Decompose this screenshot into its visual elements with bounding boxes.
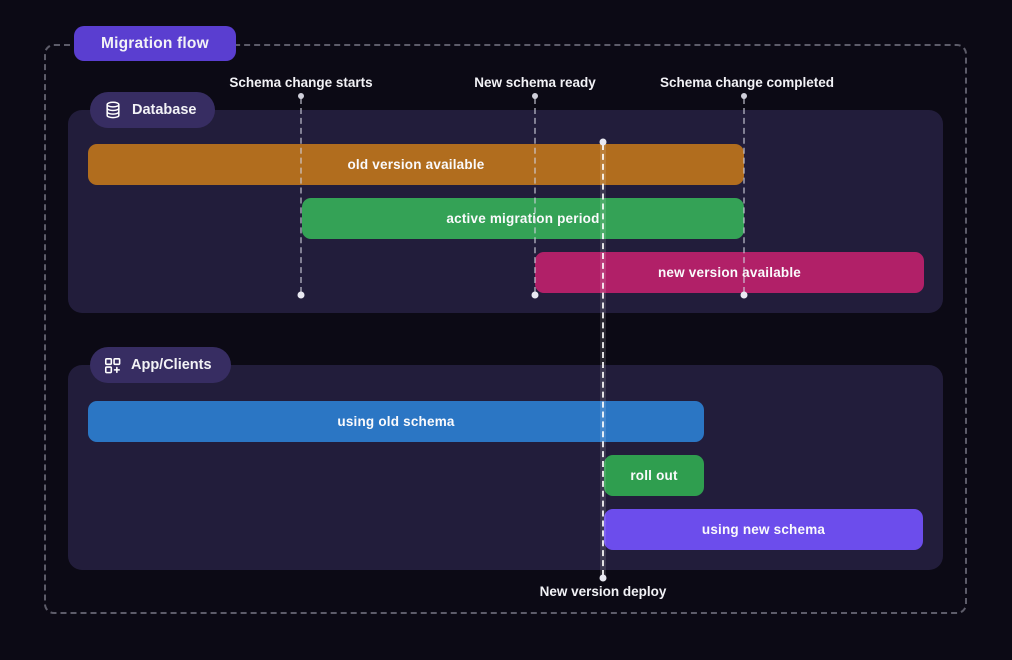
bar-old-version-available: old version available <box>88 144 744 185</box>
app-clients-section-pill: App/Clients <box>90 347 231 383</box>
bar-label: roll out <box>630 468 678 483</box>
bar-label: active migration period <box>446 211 600 226</box>
milestone-line-schema-change-completed <box>743 98 745 293</box>
milestone-label-new-schema-ready: New schema ready <box>474 75 596 90</box>
milestone-label-new-version-deploy: New version deploy <box>539 584 667 599</box>
milestone-label-schema-change-starts: Schema change starts <box>229 75 373 90</box>
diagram-frame <box>44 44 967 614</box>
bar-label: using new schema <box>701 522 826 537</box>
milestone-line-new-schema-ready <box>534 98 536 293</box>
bar-label: using old schema <box>337 414 455 429</box>
milestone-line-new-version-deploy <box>602 144 604 576</box>
milestone-dot <box>740 291 748 299</box>
milestone-label-schema-change-completed: Schema change completed <box>659 75 835 90</box>
bar-new-version-available: new version available <box>535 252 924 293</box>
bar-label: old version available <box>347 157 485 172</box>
deploy-line-glow <box>600 144 606 576</box>
bar-label: new version available <box>657 265 802 280</box>
deploy-dot-bottom <box>599 574 607 582</box>
milestone-dot <box>532 93 538 99</box>
deploy-dot-top <box>599 138 607 146</box>
bar-roll-out: roll out <box>604 455 704 496</box>
diagram-title: Migration flow <box>101 34 209 52</box>
bar-active-migration-period: active migration period <box>302 198 744 239</box>
diagram-title-pill: Migration flow <box>74 26 236 61</box>
milestone-dot <box>297 291 305 299</box>
milestone-dot <box>741 93 747 99</box>
apps-icon <box>103 356 122 375</box>
milestone-line-schema-change-starts <box>300 98 302 293</box>
milestone-dot <box>531 291 539 299</box>
database-section-label: Database <box>132 102 197 118</box>
app-clients-section-label: App/Clients <box>131 357 212 373</box>
bar-using-old-schema: using old schema <box>88 401 704 442</box>
database-icon <box>103 100 123 120</box>
milestone-dot <box>298 93 304 99</box>
bar-using-new-schema: using new schema <box>604 509 923 550</box>
database-section-pill: Database <box>90 92 216 128</box>
